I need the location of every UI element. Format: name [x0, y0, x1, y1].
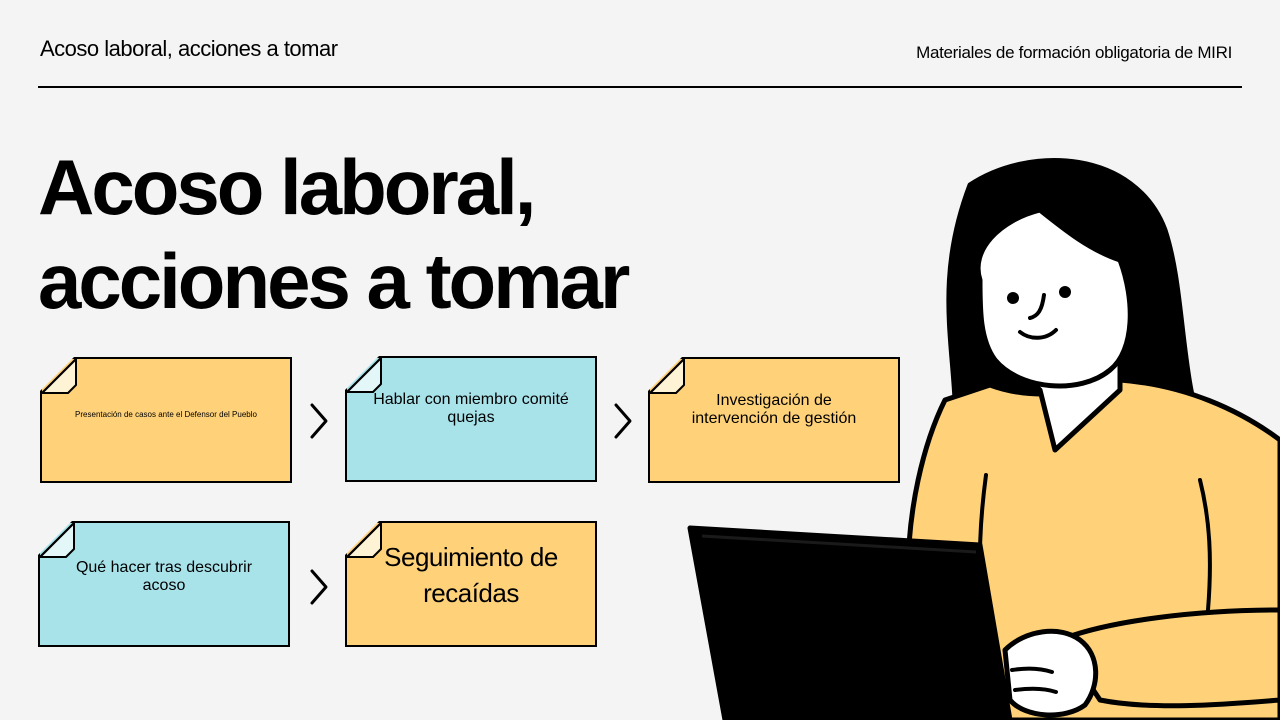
page-title-line-2: acciones a tomar	[38, 237, 630, 325]
step-card-2-label: Hablar con miembro comité quejas	[373, 390, 569, 426]
smile	[1018, 328, 1058, 340]
step-card-1: Presentación de casos ante el Defensor d…	[40, 357, 292, 483]
step-card-1-label: Presentación de casos ante el Defensor d…	[75, 410, 257, 420]
header-subtitle: Materiales de formación obligatoria de M…	[916, 43, 1232, 62]
shirt-fold-right	[1198, 478, 1212, 612]
laptop-screen-edge	[701, 534, 977, 554]
corner-fold-icon	[41, 358, 77, 394]
chevron-right-icon	[310, 403, 328, 439]
step-card-2: Hablar con miembro comité quejas	[345, 356, 597, 482]
face-shape	[975, 207, 1133, 389]
corner-fold-icon	[39, 522, 75, 558]
finger-line-1	[1010, 666, 1054, 674]
step-card-3-label: Investigación de intervención de gestión	[691, 391, 857, 427]
left-eye	[1007, 292, 1019, 304]
step-card-4: Qué hacer tras descubrir acoso	[38, 521, 290, 647]
step-card-5: Seguimiento de recaídas	[345, 521, 597, 647]
chevron-right-icon	[614, 403, 632, 439]
chevron-right-icon	[310, 569, 328, 605]
header-title: Acoso laboral, acciones a tomar	[40, 36, 338, 61]
corner-fold-icon	[649, 358, 685, 394]
finger-line-2	[1013, 686, 1058, 694]
right-eye	[1059, 286, 1071, 298]
woman-laptop-illustration	[687, 158, 1280, 720]
page-title-line-1: Acoso laboral,	[38, 143, 536, 231]
page-title: Acoso laboral, acciones a tomar	[38, 140, 630, 328]
step-card-4-label: Qué hacer tras descubrir acoso	[75, 558, 253, 594]
corner-fold-icon	[346, 357, 382, 393]
forearm	[1057, 607, 1280, 709]
header-divider	[38, 86, 1242, 88]
nose-line	[1028, 293, 1046, 320]
laptop-screen	[687, 525, 1013, 720]
step-card-5-label: Seguimiento de recaídas	[384, 541, 558, 608]
